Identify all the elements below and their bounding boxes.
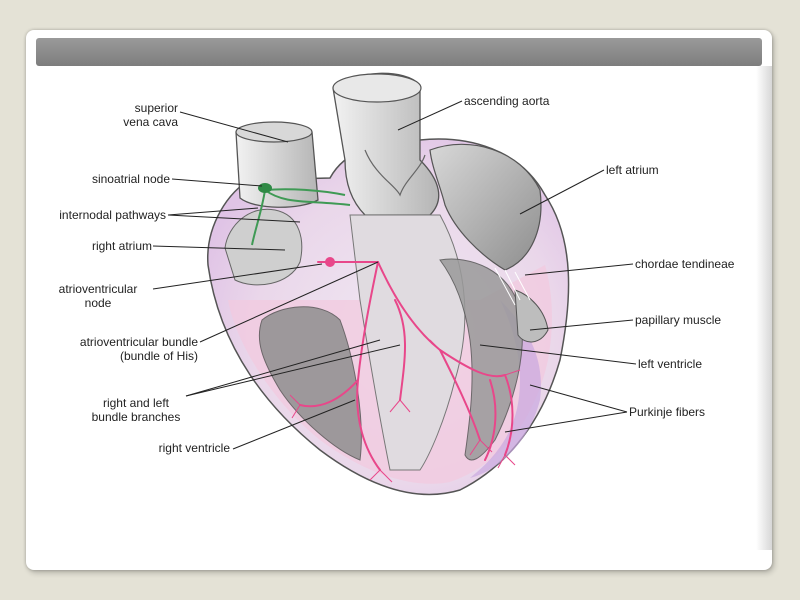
right-atrium [224,208,303,286]
label-ascending-aorta: ascending aorta [464,94,550,108]
right-ventricle-cavity [258,306,362,461]
label-left-ventricle: left ventricle [638,357,703,371]
leader-lines [152,100,637,450]
endocardium [470,300,541,478]
label-right-ventricle: right ventricle [158,441,230,455]
label-right-atrium: right atrium [91,239,152,253]
left-atrium [429,143,542,271]
label-atrioventricular-bundle: atrioventricular bundle (bundle of His) [79,335,198,363]
label-chordae-tendineae: chordae tendineae [635,257,735,271]
label-papillary-muscle: papillary muscle [635,313,722,327]
chordae-tendineae [494,267,531,306]
left-ventricle-cavity [439,258,523,461]
atrioventricular-node [325,257,335,267]
label-superior-vena-cava: superior vena cava [123,101,178,129]
label-atrioventricular-node: atrioventricular node [58,282,138,310]
label-internodal-pathways: internodal pathways [59,208,166,222]
label-purkinje-fibers: Purkinje fibers [629,405,706,419]
label-bundle-branches: right and left bundle branches [91,396,181,424]
label-sinoatrial-node: sinoatrial node [91,172,170,186]
label-left-atrium: left atrium [606,163,659,177]
slide-title-bar [36,38,762,66]
sinoatrial-node [258,183,272,193]
purkinje-fibers [289,339,521,483]
slide-edge-shadow [756,66,772,550]
